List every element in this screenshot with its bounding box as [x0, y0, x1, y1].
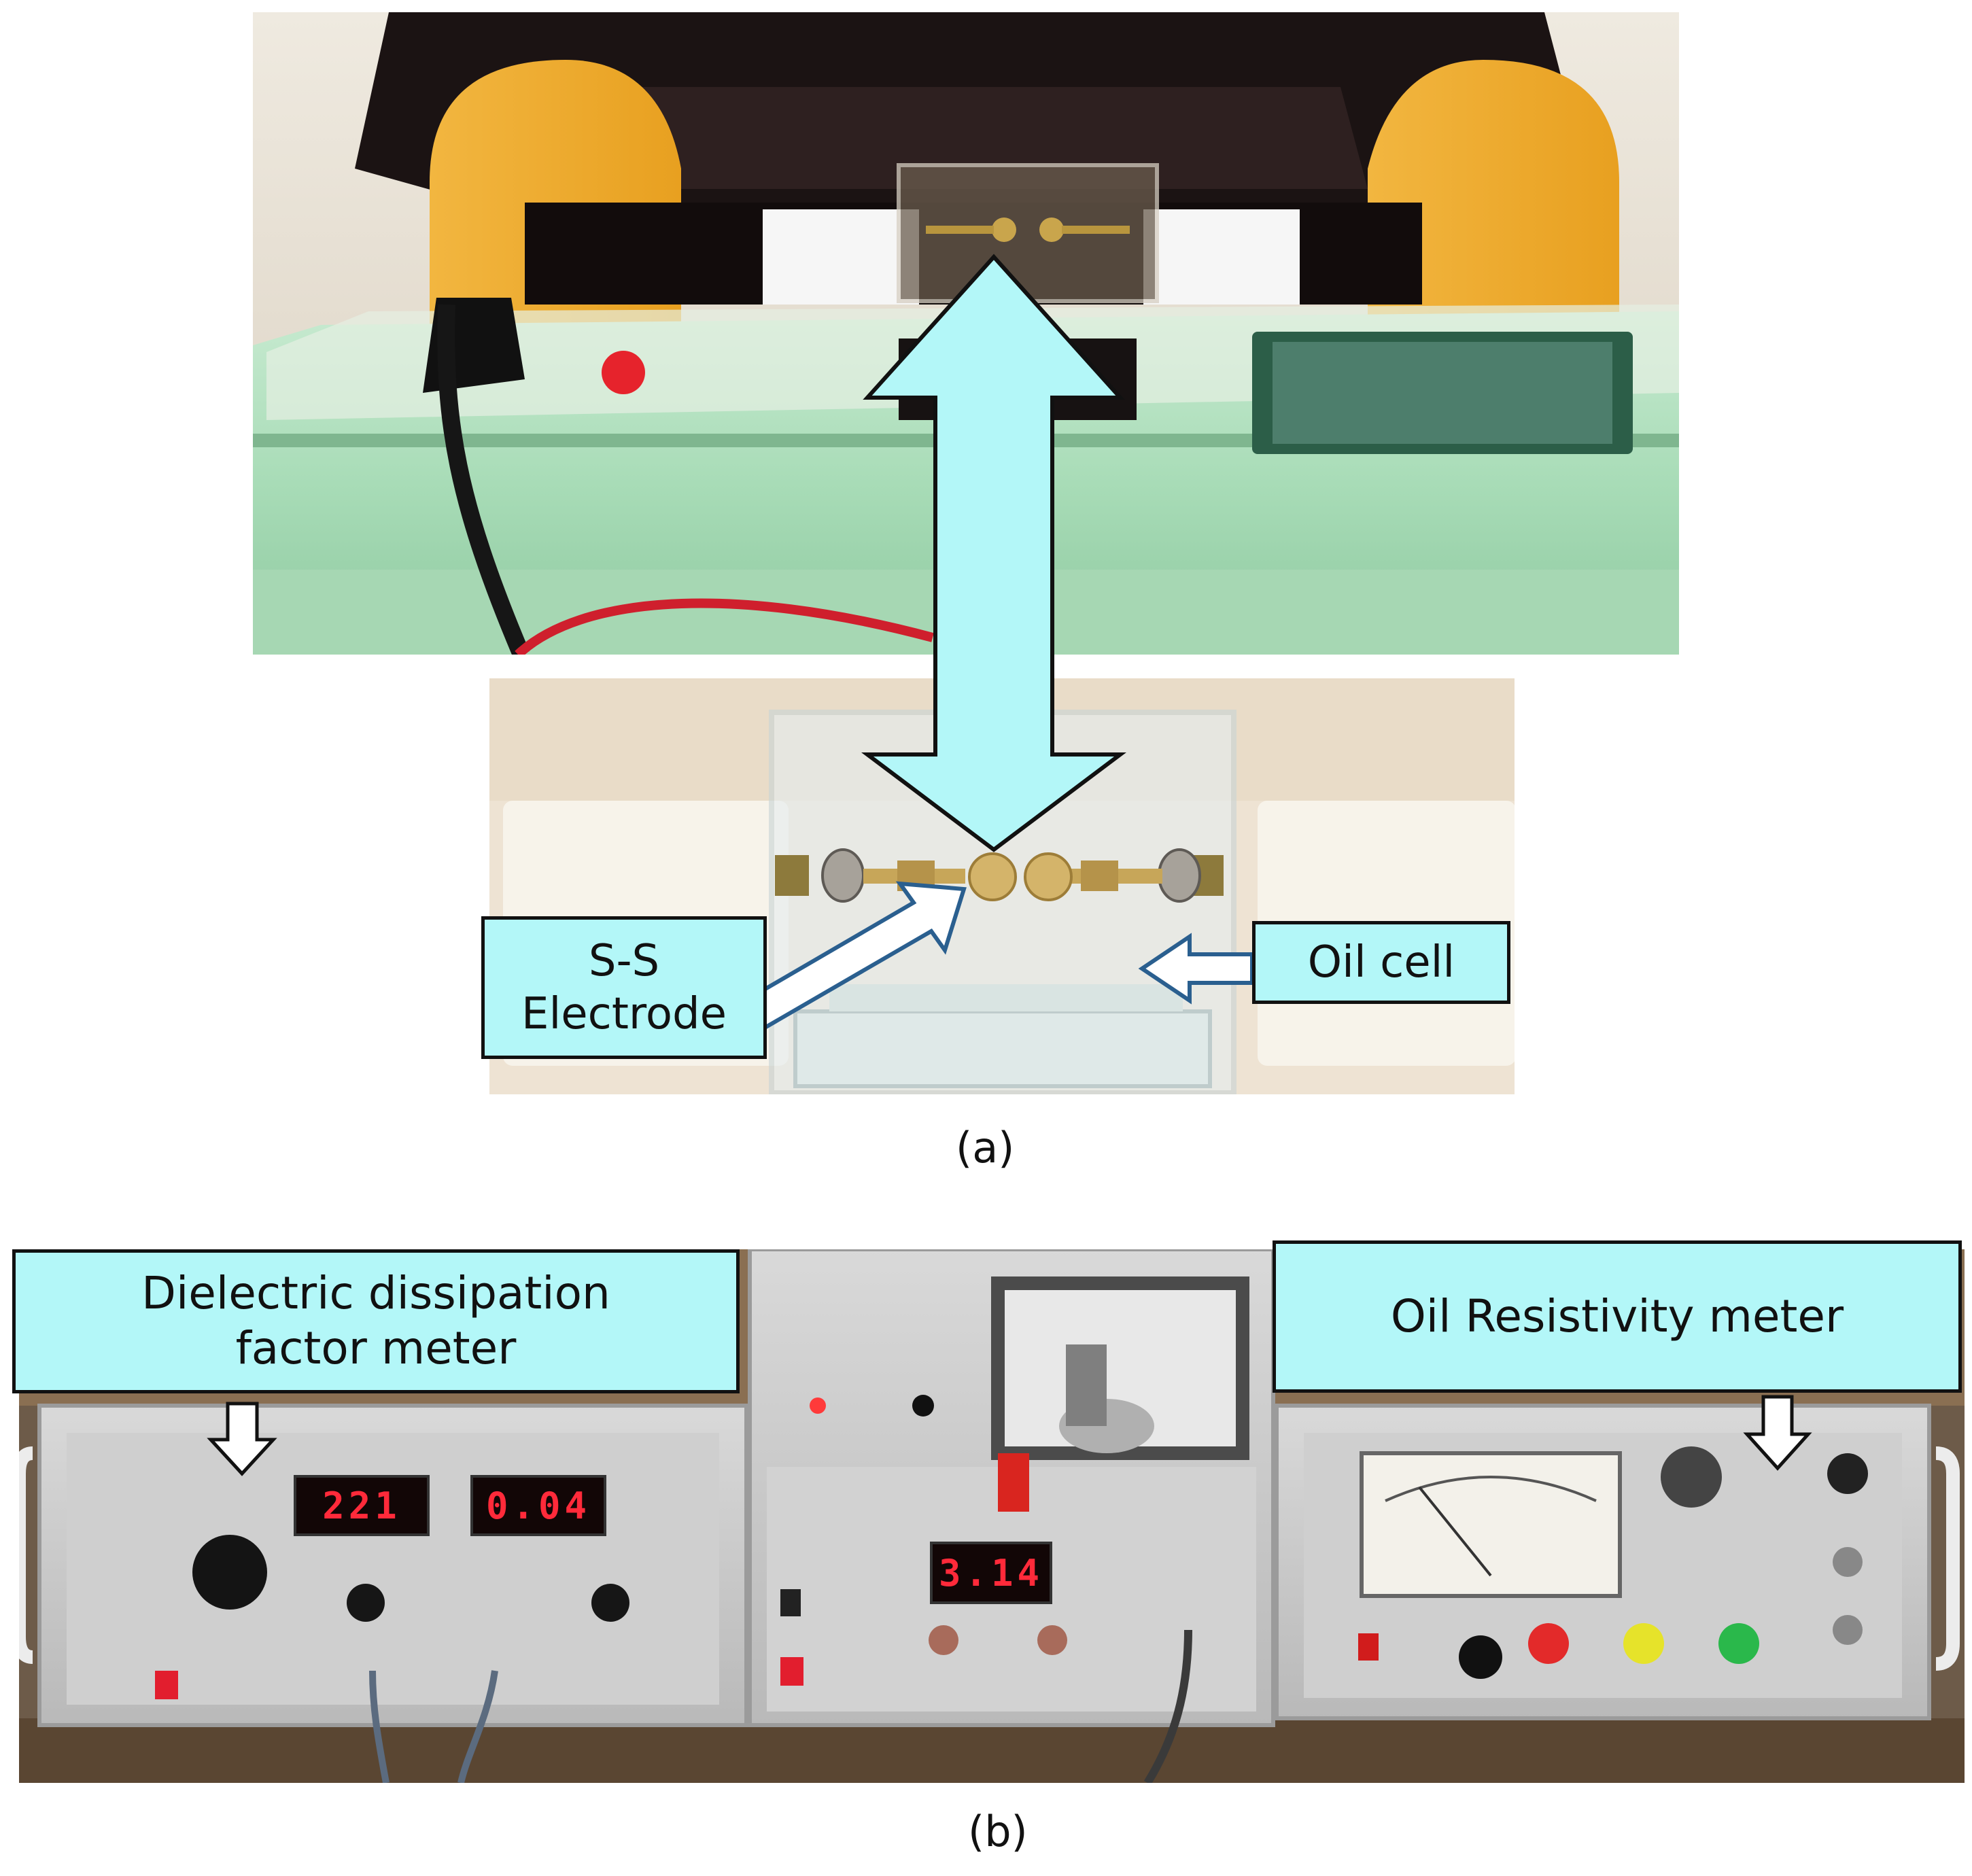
- hv-tag: [998, 1453, 1029, 1512]
- display-tan-delta-value: 0.04: [485, 1484, 591, 1527]
- green-lamp-shape: [1718, 1623, 1759, 1664]
- display-capacitance-value: 221: [322, 1484, 401, 1527]
- right-shield-shape: [1368, 60, 1619, 338]
- callout-dissipation-meter: Dielectric dissipation factor meter: [12, 1249, 740, 1393]
- electrode-pointer-arrow-shape: [744, 881, 967, 1031]
- display-tan-delta: 0.04: [470, 1475, 606, 1536]
- resistivity-pointer-arrow-shape: [1743, 1395, 1812, 1471]
- callout-resistivity-text: Oil Resistivity meter: [1390, 1289, 1844, 1342]
- yellow-lamp-shape: [1623, 1623, 1664, 1664]
- panel-a-label: (a): [956, 1123, 1015, 1172]
- display-voltage-value: 3.14: [938, 1551, 1044, 1595]
- callout-oil-cell-text: Oil cell: [1307, 937, 1455, 988]
- callout-electrode-line1: S-S: [588, 935, 660, 986]
- callout-resistivity-meter: Oil Resistivity meter: [1273, 1240, 1962, 1393]
- display-voltage: 3.14: [930, 1542, 1052, 1604]
- callout-dissipation-line2: factor meter: [235, 1322, 517, 1374]
- callout-oil-cell: Oil cell: [1252, 921, 1510, 1004]
- display-capacitance: 221: [294, 1475, 430, 1536]
- callout-electrode: S-S Electrode: [481, 916, 767, 1059]
- mains-button-shape: [602, 351, 645, 394]
- double-arrow-shape: [861, 254, 1126, 852]
- red-lamp-shape: [1528, 1623, 1569, 1664]
- dissipation-pointer-arrow-shape: [207, 1402, 277, 1476]
- callout-dissipation-line1: Dielectric dissipation: [141, 1267, 610, 1320]
- oil-cell-pointer-arrow-shape: [1138, 933, 1254, 1005]
- panel-b-label: (b): [968, 1807, 1028, 1856]
- callout-electrode-line2: Electrode: [521, 989, 727, 1039]
